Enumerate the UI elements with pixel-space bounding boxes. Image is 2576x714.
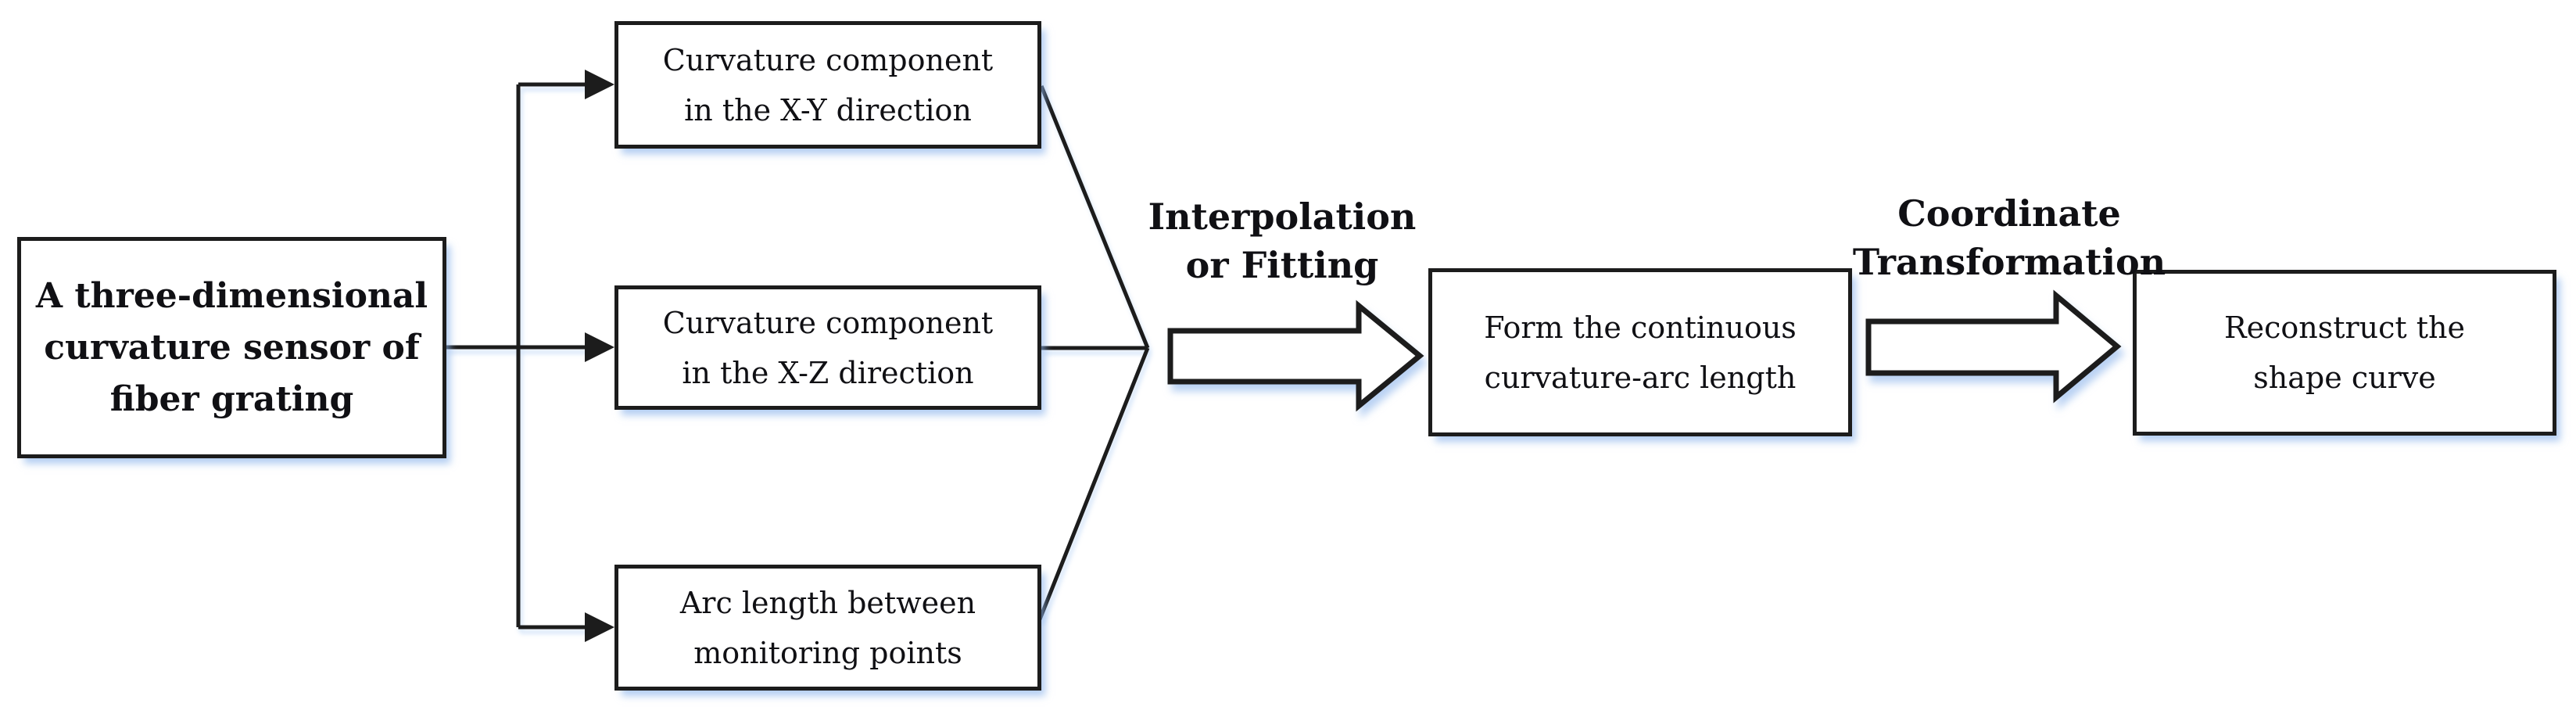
node-curvature-xy-line: Curvature component [662,42,994,77]
coordinate-block-arrow-icon [1865,289,2122,404]
node-curvature-xy-line: in the X-Y direction [684,92,972,127]
connector-xy-to-merge [1039,85,1150,349]
node-curvature-xy: Curvature component in the X-Y direction [614,21,1041,149]
label-interpolation-or-fitting: Interpolation or Fitting [1048,192,1517,289]
node-arc-length-line: Arc length between [679,585,976,620]
arrowheads [585,70,614,642]
node-sensor: A three-dimensional curvature sensor of … [17,237,446,458]
node-curvature-xz: Curvature component in the X-Z direction [614,285,1041,410]
label-interpolation-line: Interpolation [1148,196,1417,238]
interpolation-block-arrow-icon [1167,300,1424,412]
node-arc-length-line: monitoring points [693,635,962,670]
node-form-curvature-line: Form the continuous [1484,310,1797,345]
arrowhead-middle-icon [585,332,614,362]
node-reconstruct-line: Reconstruct the [2223,310,2465,345]
node-arc-length: Arc length between monitoring points [614,565,1041,691]
node-form-curvature-line: curvature-arc length [1484,360,1797,395]
label-coordinate-line: Coordinate [1897,192,2121,235]
node-sensor-line: A three-dimensional [35,275,428,316]
node-form-curvature: Form the continuous curvature-arc length [1428,268,1852,436]
arrowhead-top-icon [585,70,614,99]
node-reconstruct-line: shape curve [2253,361,2436,395]
node-sensor-line: curvature sensor of [44,327,420,368]
connector-lines [446,82,1150,630]
node-sensor-line: fiber grating [109,379,354,419]
connector-arc-to-merge [1037,347,1150,620]
label-coordinate-line: Transformation [1852,241,2166,283]
label-interpolation-line: or Fitting [1185,244,1379,286]
label-coordinate-transformation: Coordinate Transformation [1775,189,2244,286]
node-reconstruct: Reconstruct the shape curve [2133,270,2556,436]
arrowhead-bottom-icon [585,612,614,642]
block-arrows [1167,289,2122,412]
node-curvature-xz-line: Curvature component [662,305,994,340]
node-curvature-xz-line: in the X-Z direction [682,355,974,390]
